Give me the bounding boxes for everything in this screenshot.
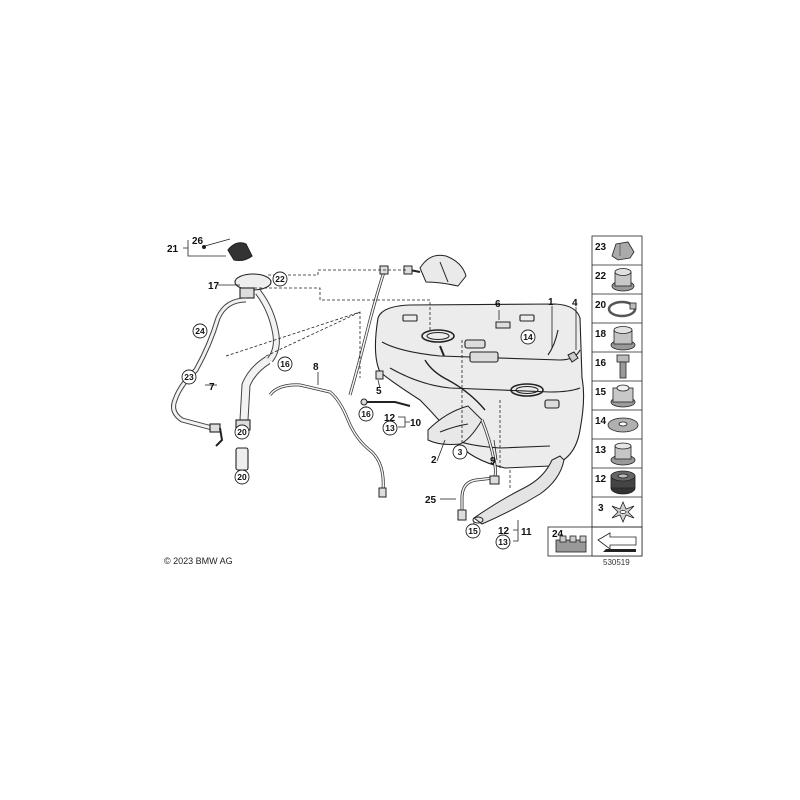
svg-text:13: 13 [595, 445, 607, 456]
callout-8: 8 [313, 362, 319, 373]
legend-row-24: 24 [552, 529, 587, 553]
rubber-grommet-icon [610, 470, 636, 495]
svg-text:16: 16 [595, 358, 607, 369]
carbon-canister [403, 254, 467, 287]
callout-17: 17 [208, 281, 220, 292]
svg-text:23: 23 [184, 372, 194, 382]
legend-row-18: 18 [595, 326, 636, 351]
callout-26: 26 [192, 236, 204, 247]
legend-row-12: 12 [595, 470, 636, 495]
svg-text:16: 16 [280, 359, 290, 369]
svg-text:23: 23 [595, 242, 607, 253]
fuel-line-8 [268, 383, 387, 498]
callout-labels: 21 26 17 7 8 6 1 4 5 10 12 2 9 25 12 11 [167, 236, 578, 538]
bolt-icon [616, 354, 630, 379]
circled-callout-13b: 13 [495, 534, 511, 550]
legend-row-16: 16 [595, 354, 630, 379]
collar-nut-icon [610, 326, 636, 351]
callout-1: 1 [548, 297, 554, 308]
leader-lines [225, 269, 511, 490]
callout-6: 6 [495, 299, 501, 310]
circled-callout-16b: 16 [358, 406, 374, 422]
callout-12a: 12 [384, 413, 396, 424]
svg-text:12: 12 [595, 474, 607, 485]
legend-row-23: 23 [595, 241, 635, 261]
callout-25: 25 [425, 495, 437, 506]
callout-10: 10 [410, 418, 422, 429]
svg-text:20: 20 [595, 300, 607, 311]
svg-text:13: 13 [498, 537, 508, 547]
cable-holder-icon [555, 535, 587, 553]
svg-text:22: 22 [595, 271, 607, 282]
fuel-line-9 [457, 419, 500, 521]
svg-text:24: 24 [195, 326, 205, 336]
hose-clamp-icon [607, 300, 637, 318]
circled-callout-14: 14 [520, 329, 536, 345]
diagram-number: 530519 [603, 558, 630, 567]
copyright-notice: © 2023 BMW AG [164, 556, 233, 566]
svg-text:18: 18 [595, 329, 607, 340]
legend-row-22: 22 [595, 268, 635, 292]
nut-icon [611, 268, 635, 292]
svg-text:20: 20 [237, 472, 247, 482]
direction-arrow-icon [591, 527, 637, 556]
small-parts [360, 321, 579, 407]
callout-4: 4 [572, 298, 578, 309]
callout-7: 7 [209, 382, 215, 393]
legend-row-14: 14 [595, 416, 639, 433]
circled-callout-20a: 20 [234, 424, 250, 440]
svg-text:20: 20 [237, 427, 247, 437]
callout-21: 21 [167, 244, 179, 255]
svg-text:22: 22 [275, 274, 285, 284]
parts-legend: 23 22 20 18 [547, 235, 643, 557]
circled-callout-15: 15 [465, 523, 481, 539]
tank-strap-11 [472, 455, 565, 525]
circled-callouts: 22 24 23 16 20 20 14 16 [181, 271, 536, 550]
circled-callout-20b: 20 [234, 469, 250, 485]
svg-text:14: 14 [595, 416, 607, 427]
svg-text:16: 16 [361, 409, 371, 419]
circled-callout-23: 23 [181, 369, 197, 385]
callout-2: 2 [431, 455, 437, 466]
callout-5: 5 [376, 386, 382, 397]
circled-callout-24: 24 [192, 323, 208, 339]
callout-12b: 12 [498, 526, 510, 537]
filler-pipe [171, 238, 280, 471]
callout-leaders [183, 240, 577, 542]
circled-callout-16a: 16 [277, 356, 293, 372]
svg-text:13: 13 [385, 423, 395, 433]
legend-row-13: 13 [595, 442, 636, 466]
svg-text:3: 3 [458, 447, 463, 457]
svg-text:3: 3 [598, 503, 604, 514]
circled-callout-3: 3 [452, 444, 468, 460]
heat-shield-2 [427, 405, 483, 445]
washer-icon [607, 417, 639, 433]
circled-callout-22: 22 [272, 271, 288, 287]
circled-callout-13a: 13 [382, 420, 398, 436]
grommet-icon [610, 442, 636, 466]
svg-text:15: 15 [595, 387, 607, 398]
callout-11: 11 [521, 527, 532, 538]
svg-text:14: 14 [523, 332, 533, 342]
legend-row-15: 15 [595, 384, 636, 408]
legend-row-20: 20 [595, 300, 637, 318]
clip-icon [611, 241, 635, 261]
svg-text:15: 15 [468, 526, 478, 536]
hex-nut-icon [610, 384, 636, 408]
callout-9: 9 [490, 456, 496, 467]
legend-row-3: 3 [598, 500, 635, 524]
svg-text:24: 24 [552, 529, 564, 540]
